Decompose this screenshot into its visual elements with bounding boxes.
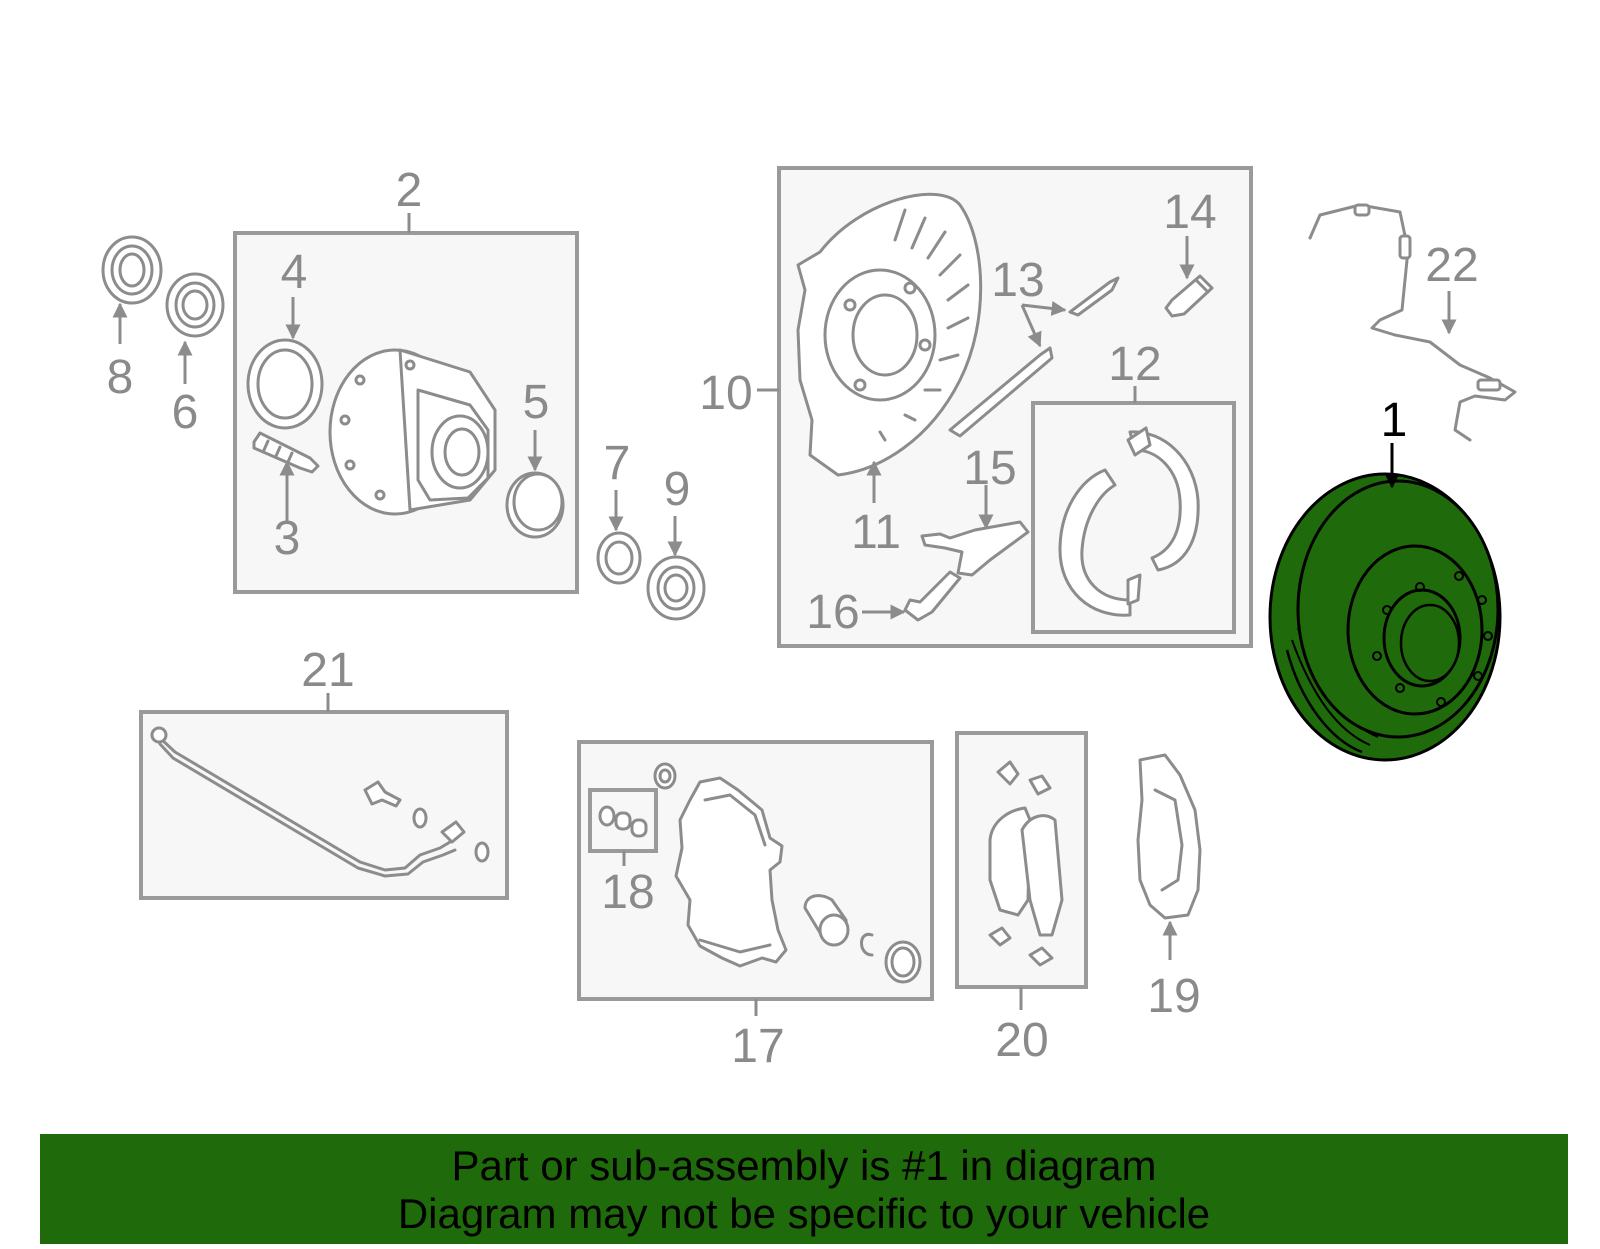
callout-6[interactable]: 6 (172, 386, 199, 439)
part-20-brake-pads[interactable] (988, 760, 1064, 967)
callout-20[interactable]: 20 (995, 1014, 1048, 1067)
callout-12[interactable]: 12 (1108, 338, 1161, 391)
part-18-guide-pin-kit[interactable] (598, 805, 648, 838)
callout-13[interactable]: 13 (991, 254, 1044, 307)
part-9-seal[interactable] (646, 555, 706, 621)
part-15-lever[interactable] (920, 520, 1030, 577)
callout-7[interactable]: 7 (604, 437, 631, 490)
part-6-bearing[interactable] (165, 272, 225, 338)
part-13-spring-hardware[interactable] (948, 276, 1120, 438)
part-17-caliper[interactable] (653, 762, 922, 984)
group-box-brake-pads (955, 731, 1088, 1010)
callout-15[interactable]: 15 (963, 442, 1016, 495)
callout-16[interactable]: 16 (806, 586, 859, 639)
callout-3[interactable]: 3 (274, 512, 301, 565)
part-21-brake-hose[interactable] (150, 726, 490, 878)
part-7-bearing[interactable] (596, 531, 642, 585)
callout-1[interactable]: 1 (1381, 394, 1408, 447)
callout-5[interactable]: 5 (523, 376, 550, 429)
callout-2[interactable]: 2 (396, 164, 423, 217)
part-22-sensor-harness[interactable] (1308, 203, 1517, 442)
callout-9[interactable]: 9 (664, 463, 691, 516)
part-8-seal[interactable] (101, 235, 163, 305)
banner-line-2: Diagram may not be specific to your vehi… (397, 1190, 1211, 1237)
part-1-brake-rotor[interactable] (1268, 472, 1502, 762)
part-2-hub[interactable] (328, 348, 497, 516)
info-banner: Part or sub-assembly is #1 in diagram Di… (40, 1134, 1568, 1244)
part-16-strut[interactable] (903, 570, 962, 622)
part-5-ring[interactable] (505, 471, 565, 539)
part-4-seal[interactable] (246, 338, 324, 430)
callout-17[interactable]: 17 (731, 1020, 784, 1073)
part-3-wheel-stud[interactable] (252, 431, 320, 474)
callout-14[interactable]: 14 (1163, 186, 1216, 239)
callout-19[interactable]: 19 (1147, 970, 1200, 1023)
callout-21[interactable]: 21 (301, 644, 354, 697)
callout-4[interactable]: 4 (281, 246, 308, 299)
callout-18[interactable]: 18 (601, 866, 654, 919)
banner-line-1: Part or sub-assembly is #1 in diagram (451, 1142, 1157, 1189)
part-12-brake-shoes[interactable] (1058, 426, 1200, 617)
callout-11[interactable]: 11 (851, 506, 901, 559)
part-14-adjuster[interactable] (1164, 274, 1214, 318)
part-11-backing-plate[interactable] (796, 192, 983, 477)
part-19-caliper-bracket[interactable] (1136, 753, 1202, 920)
callout-22[interactable]: 22 (1425, 239, 1478, 292)
group-box-brake-hose (139, 693, 509, 900)
callout-8[interactable]: 8 (107, 351, 134, 404)
callout-10[interactable]: 10 (699, 367, 752, 420)
